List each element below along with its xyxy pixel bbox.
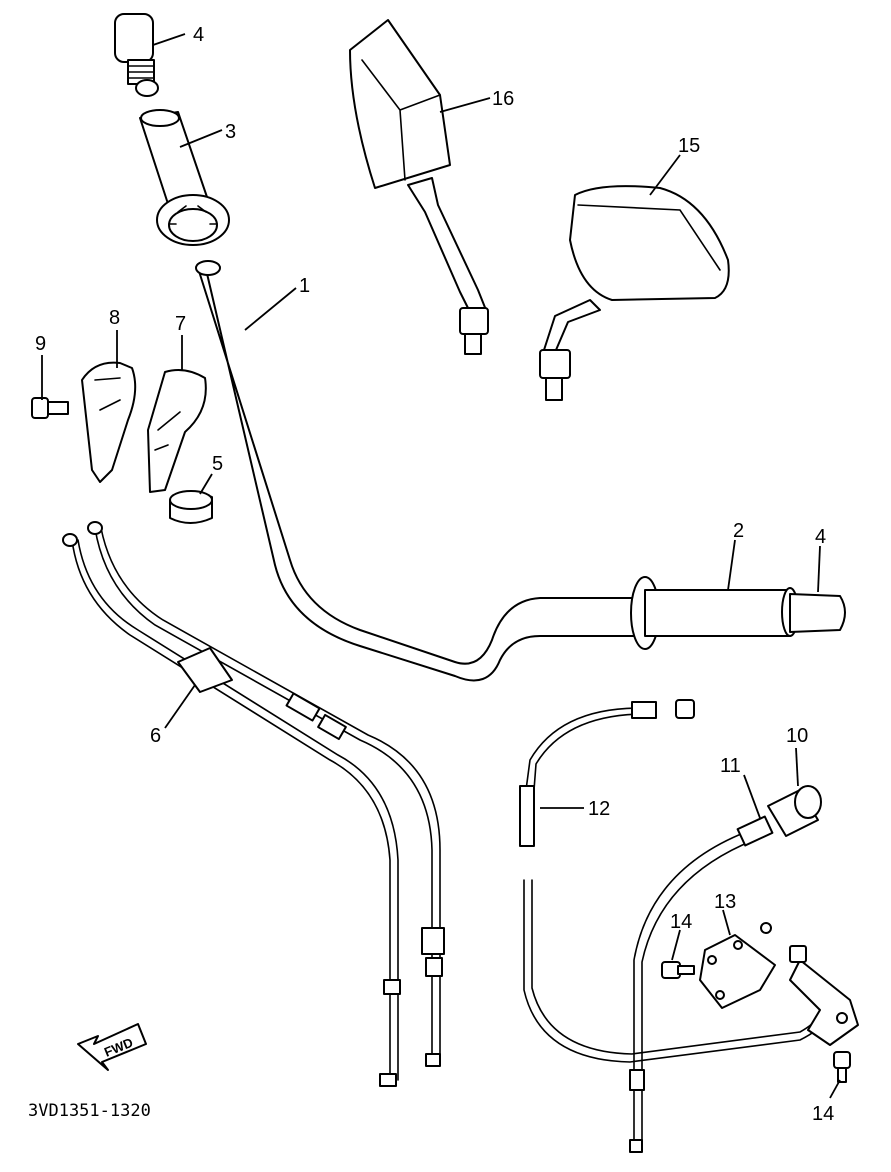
callout-15: 15 <box>678 135 700 157</box>
callout-16: 16 <box>492 88 514 110</box>
screw <box>31 397 69 419</box>
callout-9: 9 <box>35 333 46 355</box>
callout-7: 7 <box>175 313 186 335</box>
handlebar <box>195 260 646 682</box>
callout-labels: 4 3 1 16 15 8 7 9 5 2 4 6 12 10 11 13 14… <box>35 24 834 1125</box>
grip-end-right <box>789 593 846 633</box>
fwd-arrow-icon: FWD <box>77 1023 147 1071</box>
mirror-right <box>539 185 730 401</box>
callout-2: 2 <box>733 520 744 542</box>
throttle-grip <box>139 109 230 246</box>
clutch-cable <box>519 699 828 1063</box>
throttle-housing <box>147 369 207 493</box>
speedometer-cable <box>629 815 774 1153</box>
mirror-left <box>349 19 489 355</box>
leader-lines <box>41 33 841 1099</box>
speedometer-fitting <box>767 785 822 837</box>
callout-4-top: 4 <box>193 24 204 46</box>
bolt-lower <box>833 1051 851 1083</box>
callout-4-right: 4 <box>815 526 826 548</box>
cable-bracket <box>699 934 776 1009</box>
bolt-upper <box>661 961 695 979</box>
throttle-cable-assembly <box>62 521 445 1087</box>
callout-12: 12 <box>588 798 610 820</box>
callout-1: 1 <box>299 275 310 297</box>
callout-5: 5 <box>212 453 223 475</box>
callout-3: 3 <box>225 121 236 143</box>
callout-14-lower: 14 <box>812 1103 834 1125</box>
diagram-code: 3VD1351-1320 <box>28 1101 151 1121</box>
callout-6: 6 <box>150 725 161 747</box>
left-grip <box>630 576 799 650</box>
cable-guide <box>760 922 859 1046</box>
callout-14-upper: 14 <box>670 911 692 933</box>
callout-13: 13 <box>714 891 736 913</box>
callout-8: 8 <box>109 307 120 329</box>
collar <box>169 490 213 524</box>
switch-housing-half <box>81 361 137 483</box>
grip-end-top <box>114 13 159 97</box>
callout-10: 10 <box>786 725 808 747</box>
callout-11: 11 <box>720 755 741 777</box>
